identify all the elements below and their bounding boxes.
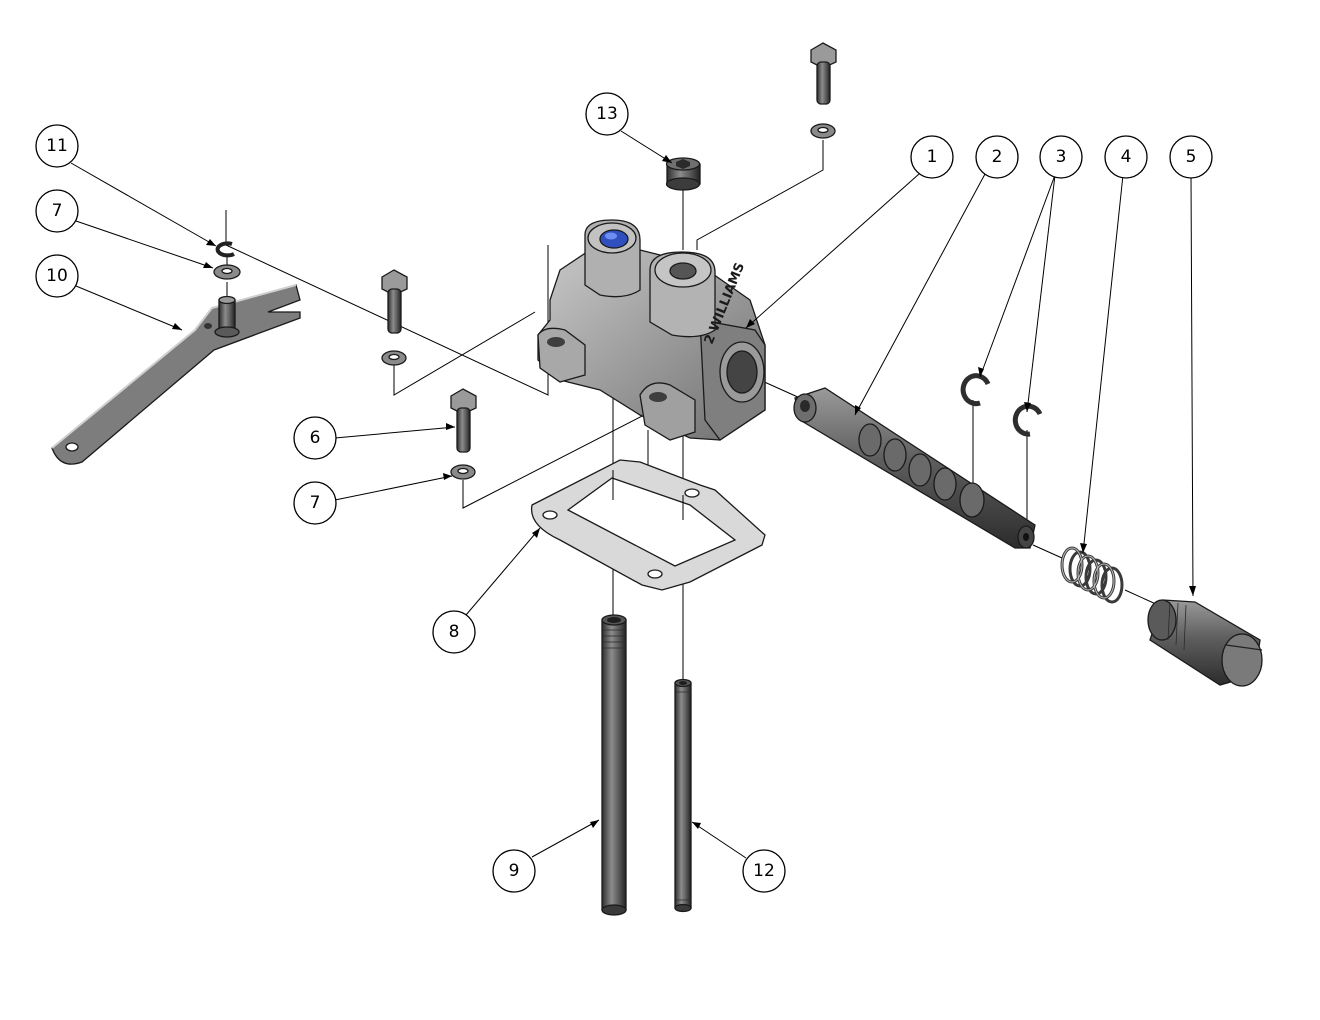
spring-part	[1060, 546, 1124, 604]
balloon-10: 10	[35, 254, 79, 298]
balloon-5: 5	[1169, 135, 1213, 179]
svg-text:3: 3	[1056, 147, 1067, 167]
balloon-4: 4	[1104, 135, 1148, 179]
top-bolt-part	[810, 42, 837, 139]
svg-text:10: 10	[46, 266, 68, 286]
svg-text:13: 13	[596, 104, 618, 124]
end-cap-part	[1147, 599, 1263, 687]
svg-text:4: 4	[1121, 147, 1132, 167]
retaining-clips-part	[960, 373, 1043, 437]
balloon-9: 9	[492, 849, 536, 893]
spool-part	[793, 387, 1036, 549]
lever-part	[51, 284, 301, 465]
svg-text:5: 5	[1186, 147, 1197, 167]
svg-text:1: 1	[927, 147, 938, 167]
washer-upper-part	[213, 264, 241, 280]
svg-text:7: 7	[310, 493, 321, 513]
e-clip-part	[215, 241, 235, 258]
svg-text:11: 11	[46, 136, 68, 156]
small-pipe-part	[674, 678, 692, 913]
callout-arrowheads	[172, 155, 1196, 829]
svg-text:9: 9	[509, 861, 520, 881]
plug-part	[665, 157, 701, 191]
left-bolt-part	[381, 269, 408, 366]
balloon-8: 8	[432, 610, 476, 654]
svg-text:12: 12	[753, 861, 775, 881]
bolt-6-part	[450, 388, 477, 480]
svg-text:8: 8	[449, 622, 460, 642]
balloon-13: 13	[585, 92, 629, 136]
svg-text:2: 2	[992, 147, 1003, 167]
svg-text:6: 6	[310, 428, 321, 448]
balloon-6: 6	[293, 416, 337, 460]
balloon-12: 12	[742, 849, 786, 893]
balloon-7-lower: 7	[293, 481, 337, 525]
balloon-3: 3	[1039, 135, 1083, 179]
gasket-part	[530, 459, 766, 591]
large-pipe-part	[601, 614, 627, 916]
balloon-11: 11	[35, 124, 79, 168]
balloon-7-upper: 7	[35, 189, 79, 233]
balloon-1: 1	[910, 135, 954, 179]
callout-leaders	[70, 130, 1194, 859]
balloon-2: 2	[975, 135, 1019, 179]
valve-body-part: 2 WILLIAMS	[537, 219, 766, 441]
svg-text:7: 7	[52, 201, 63, 221]
